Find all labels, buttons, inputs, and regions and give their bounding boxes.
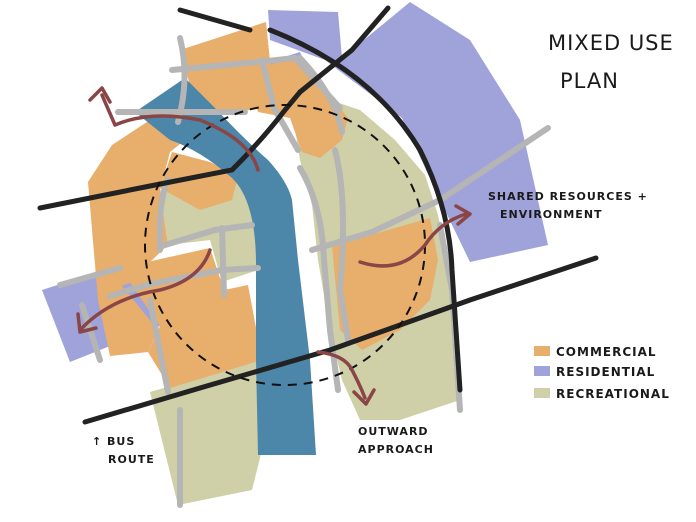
bus-route-label-2: ROUTE bbox=[108, 453, 155, 466]
diagram-title: MIXED USE PLAN bbox=[548, 31, 674, 93]
title-line-1: MIXED USE bbox=[548, 31, 674, 55]
legend: COMMERCIAL RESIDENTIAL RECREATIONAL bbox=[534, 345, 670, 401]
commercial-zone-right bbox=[332, 218, 438, 350]
outward-arrows bbox=[76, 86, 472, 406]
outward-approach-label-2: APPROACH bbox=[358, 443, 434, 456]
outward-approach-label-1: OUTWARD bbox=[358, 425, 429, 438]
legend-label-commercial: COMMERCIAL bbox=[556, 345, 657, 359]
legend-label-recreational: RECREATIONAL bbox=[556, 387, 670, 401]
minor-roads bbox=[57, 35, 551, 508]
legend-item-commercial: COMMERCIAL bbox=[534, 345, 657, 359]
bus-route-label-1: ↑ BUS bbox=[92, 435, 135, 448]
river bbox=[135, 78, 316, 455]
arrow-west bbox=[78, 248, 212, 332]
main-roads bbox=[37, 5, 599, 425]
legend-swatch-recreational bbox=[534, 388, 550, 398]
legend-swatch-commercial bbox=[534, 346, 550, 356]
shared-resources-label-1: SHARED RESOURCES + bbox=[488, 190, 648, 203]
bus-route-road bbox=[82, 255, 599, 425]
arterial-road-north bbox=[297, 5, 391, 95]
arrow-east bbox=[358, 212, 468, 268]
arterial-road-west bbox=[37, 89, 303, 211]
legend-label-residential: RESIDENTIAL bbox=[556, 365, 655, 379]
arrow-northwest bbox=[100, 93, 260, 172]
legend-item-residential: RESIDENTIAL bbox=[534, 365, 655, 379]
arrow-south bbox=[316, 350, 367, 400]
annotations: SHARED RESOURCES + ENVIRONMENT ↑ BUS ROU… bbox=[92, 190, 648, 466]
shared-resources-label-2: ENVIRONMENT bbox=[500, 208, 603, 221]
title-line-2: PLAN bbox=[560, 69, 619, 93]
arterial-road-curve bbox=[267, 27, 463, 393]
arterial-road-top bbox=[177, 7, 253, 33]
legend-item-recreational: RECREATIONAL bbox=[534, 387, 670, 401]
legend-swatch-residential bbox=[534, 366, 550, 376]
